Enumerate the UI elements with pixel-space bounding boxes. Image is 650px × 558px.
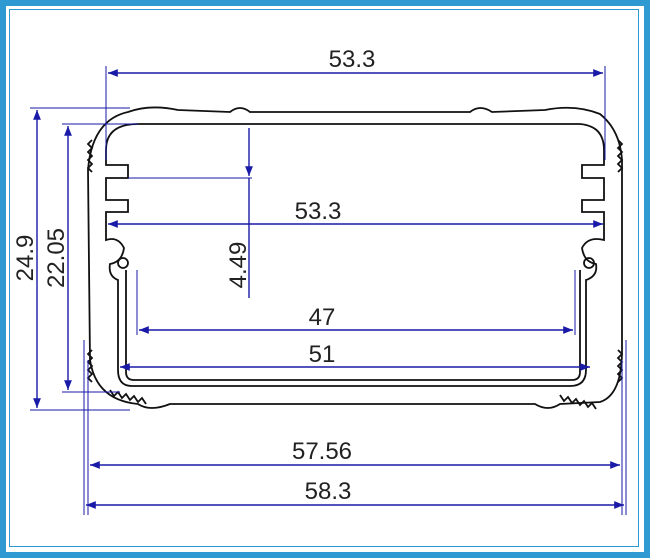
enclosure-profile — [86, 106, 624, 410]
label-inner-height: 22.05 — [43, 228, 70, 288]
label-body-width: 57.56 — [292, 438, 352, 465]
inner-guide-lines — [125, 270, 581, 381]
dimension-lines — [30, 66, 627, 515]
label-overall-width: 58.3 — [305, 478, 352, 505]
diagram-inner-border — [9, 9, 639, 547]
left-screw-boss — [117, 257, 129, 269]
bottom-serration — [109, 389, 597, 410]
label-inner-width: 53.3 — [295, 198, 342, 225]
right-serration — [616, 139, 624, 383]
left-serration — [86, 139, 94, 383]
inner-outline — [105, 123, 605, 387]
dimension-labels: 53.3 53.3 4.49 47 51 57.56 58.3 24.9 22.… — [12, 46, 375, 505]
outer-outline — [87, 106, 623, 409]
right-screw-boss — [583, 257, 595, 269]
label-overall-height: 24.9 — [12, 235, 39, 282]
label-inner-span: 47 — [309, 304, 336, 331]
label-slot-height: 4.49 — [225, 242, 252, 289]
label-base-span: 51 — [309, 341, 336, 368]
label-top-width: 53.3 — [329, 46, 376, 73]
